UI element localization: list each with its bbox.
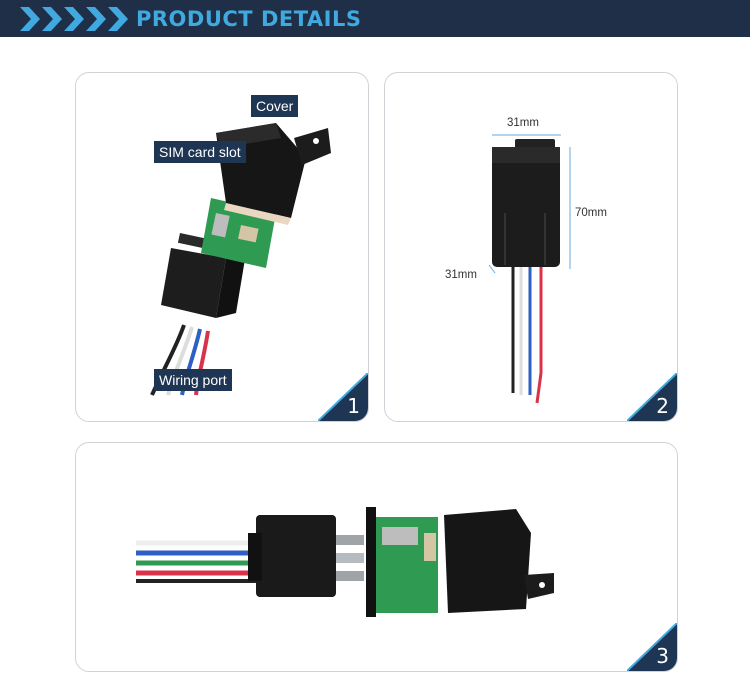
header-bar: PRODUCT DETAILS bbox=[0, 0, 750, 37]
chevron-right-icon bbox=[20, 7, 128, 31]
relay-side-image bbox=[136, 507, 554, 617]
panel-number: 2 bbox=[656, 394, 669, 418]
depth-dimension: 31mm bbox=[445, 269, 477, 281]
product-panel-side: 3 bbox=[75, 442, 678, 672]
corner-badge bbox=[627, 373, 677, 421]
sim-card-slot-label: SIM card slot bbox=[154, 141, 246, 163]
corner-badge bbox=[627, 623, 677, 671]
product-panel-dimensions: 31mm 70mm 31mm 2 bbox=[384, 72, 678, 422]
relay-dimensions-image bbox=[488, 134, 571, 404]
cover-label: Cover bbox=[251, 95, 299, 117]
panel-number: 3 bbox=[656, 644, 669, 668]
corner-badge bbox=[318, 373, 368, 421]
height-dimension: 70mm bbox=[575, 207, 607, 219]
product-panel-exploded: Cover SIM card slot Wiring port 1 bbox=[75, 72, 369, 422]
width-dimension: 31mm bbox=[507, 117, 539, 129]
wiring-port-label: Wiring port bbox=[154, 369, 232, 391]
page-title: PRODUCT DETAILS bbox=[136, 7, 362, 31]
panel-number: 1 bbox=[347, 394, 360, 418]
